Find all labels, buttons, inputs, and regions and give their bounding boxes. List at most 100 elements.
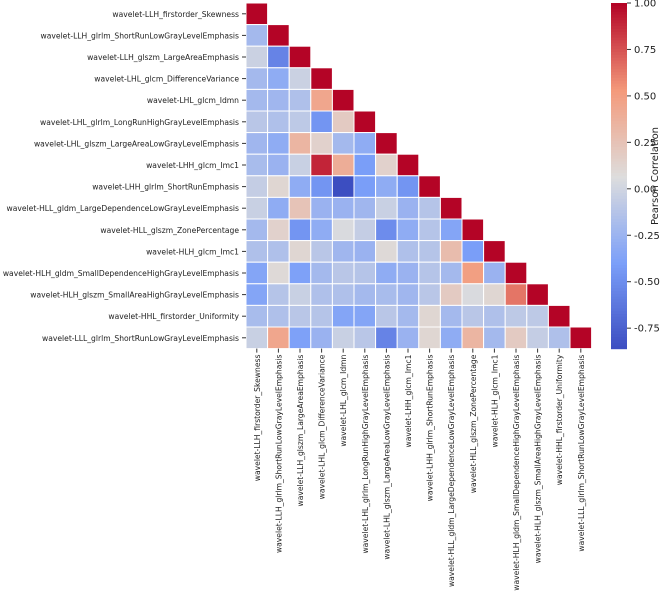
- colorbar-segment: [611, 135, 627, 139]
- colorbar-label: Pearson Correlation: [650, 127, 661, 225]
- y-tick-label: wavelet-LHL_glrlm_LongRunHighGrayLevelEm…: [40, 118, 239, 127]
- cell-11-0: [245, 240, 269, 263]
- y-tick-label: wavelet-LHH_glcm_Imc1: [146, 161, 239, 170]
- colorbar-segment: [611, 265, 627, 269]
- cell-15-4: [331, 326, 355, 350]
- cell-11-10: [461, 240, 485, 263]
- colorbar-tick-label: 0.00: [634, 184, 656, 195]
- colorbar-segment: [611, 198, 627, 203]
- cell-8-2: [288, 175, 312, 198]
- cell-7-4: [331, 153, 355, 177]
- cell-15-2: [288, 326, 312, 350]
- cell-3-0: [245, 67, 269, 90]
- cell-14-8: [418, 304, 441, 328]
- colorbar-segment: [611, 178, 627, 183]
- colorbar-segment: [611, 121, 627, 125]
- colorbar-segment: [611, 325, 627, 330]
- cell-12-7: [396, 261, 420, 285]
- colorbar-segment: [611, 273, 627, 278]
- cell-7-1: [267, 153, 290, 177]
- x-tick-label: wavelet-LLH_firstorder_Skewness: [253, 355, 262, 482]
- colorbar-segment: [611, 100, 627, 105]
- cell-15-0: [245, 326, 269, 350]
- x-tick-label: wavelet-LLH_glszm_LargeAreaEmphasis: [296, 355, 305, 507]
- colorbar-segment: [611, 172, 627, 177]
- colorbar-segment: [611, 83, 627, 88]
- cell-13-1: [267, 283, 290, 306]
- colorbar-segment: [611, 161, 627, 165]
- cell-15-6: [375, 326, 398, 350]
- cell-11-5: [353, 240, 377, 263]
- cell-15-11: [483, 326, 506, 350]
- cell-11-8: [418, 240, 441, 263]
- colorbar-segment: [611, 244, 627, 249]
- colorbar-segment: [611, 31, 627, 36]
- cell-13-2: [288, 283, 312, 306]
- cell-5-2: [288, 110, 312, 134]
- cell-7-6: [375, 153, 398, 177]
- colorbar-segment: [611, 308, 627, 312]
- cell-14-11: [483, 304, 506, 328]
- cell-4-2: [288, 88, 312, 112]
- cell-2-2: [288, 45, 312, 69]
- colorbar-segment: [611, 337, 627, 341]
- colorbar-segment: [611, 316, 627, 321]
- colorbar-segment: [611, 299, 627, 304]
- cell-11-7: [396, 240, 420, 263]
- cell-8-4: [331, 175, 355, 198]
- cell-13-11: [483, 283, 506, 306]
- colorbar-tick-label: 0.25: [634, 138, 656, 149]
- cell-11-11: [483, 240, 506, 263]
- cell-9-8: [418, 196, 441, 220]
- y-tick-label: wavelet-HLH_glcm_Imc1: [146, 247, 239, 256]
- cell-11-9: [439, 240, 463, 263]
- cell-7-0: [245, 153, 269, 177]
- colorbar-segment: [611, 193, 627, 197]
- cell-10-8: [418, 218, 441, 242]
- colorbar-segment: [611, 267, 627, 272]
- colorbar-segment: [611, 112, 627, 116]
- cell-15-10: [461, 326, 485, 350]
- cell-3-2: [288, 67, 312, 90]
- cell-4-4: [331, 88, 355, 112]
- cell-9-9: [439, 196, 463, 220]
- cell-5-4: [331, 110, 355, 134]
- colorbar-segment: [611, 144, 627, 148]
- cell-14-4: [331, 304, 355, 328]
- cell-7-7: [396, 153, 420, 177]
- cell-6-1: [267, 132, 290, 155]
- y-tick-label: wavelet-LHL_glszm_LargeAreaLowGrayLevelE…: [34, 139, 239, 148]
- cell-10-5: [353, 218, 377, 242]
- cell-2-0: [245, 45, 269, 69]
- y-tick-label: wavelet-HLH_gldm_SmallDependenceHighGray…: [3, 269, 239, 278]
- x-tick-label: wavelet-HLH_gldm_SmallDependenceHighGray…: [512, 355, 521, 591]
- cell-14-3: [310, 304, 333, 328]
- colorbar-segment: [611, 262, 627, 266]
- colorbar-segment: [611, 51, 627, 56]
- colorbar-tick-label: 0.50: [634, 91, 656, 102]
- cell-15-7: [396, 326, 420, 350]
- cell-12-10: [461, 261, 485, 285]
- colorbar-segment: [611, 40, 627, 44]
- colorbar-segment: [611, 253, 627, 258]
- y-tick-label: wavelet-LHH_glrlm_ShortRunEmphasis: [92, 183, 239, 192]
- x-tick-label: wavelet-LHH_glrlm_ShortRunEmphasis: [426, 355, 435, 502]
- colorbar-segment: [611, 236, 627, 240]
- cell-14-6: [375, 304, 398, 328]
- cell-14-0: [245, 304, 269, 328]
- cell-8-7: [396, 175, 420, 198]
- colorbar-segment: [611, 89, 627, 93]
- colorbar-segment: [611, 147, 627, 151]
- colorbar-segment: [611, 288, 627, 292]
- cell-14-7: [396, 304, 420, 328]
- cell-5-3: [310, 110, 333, 134]
- colorbar-segment: [611, 224, 627, 229]
- cell-12-3: [310, 261, 333, 285]
- cell-15-15: [569, 326, 593, 350]
- cell-9-1: [267, 196, 290, 220]
- colorbar-segment: [611, 155, 627, 160]
- cell-15-9: [439, 326, 463, 350]
- x-tick-label: wavelet-HLH_glcm_Imc1: [490, 354, 499, 447]
- cell-12-12: [504, 261, 528, 285]
